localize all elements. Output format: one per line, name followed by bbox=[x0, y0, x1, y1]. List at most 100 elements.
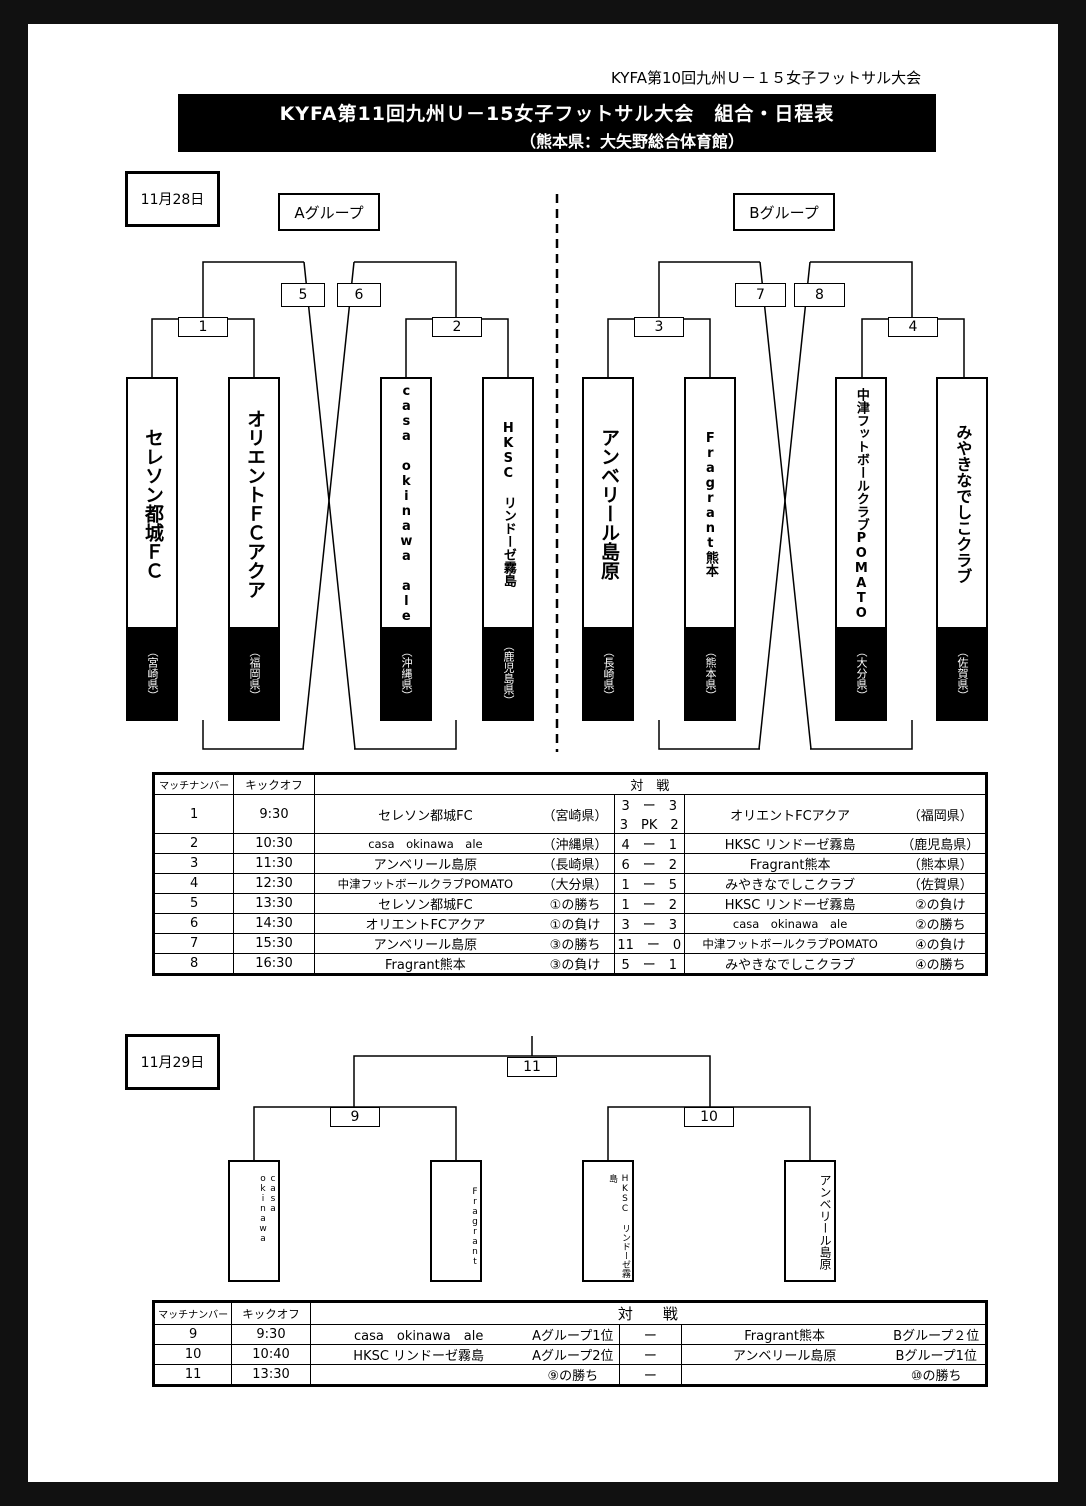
cell-away-note: ④の勝ち bbox=[895, 953, 987, 975]
match-number-7: 7 bbox=[735, 283, 786, 307]
team-card-oita: 中津フットボールクラブPOMATO （大分県） bbox=[835, 377, 887, 721]
match-number-1: 1 bbox=[178, 317, 228, 337]
cell-match-no: 5 bbox=[152, 893, 235, 914]
cell-kickoff: 9:30 bbox=[233, 794, 315, 834]
team-card-kumamoto: Fragrant熊本 （熊本県） bbox=[684, 377, 736, 721]
team-prefecture: （宮崎県） bbox=[128, 627, 176, 719]
table-row: 9 9:30 casa okinawa ale Aグループ1位 ー Fragra… bbox=[152, 1324, 988, 1345]
cell-home-team: アンベリール島原 bbox=[313, 933, 537, 954]
venue-subtitle: （熊本県：大矢野総合体育館） bbox=[519, 132, 744, 151]
day1-date: 11月28日 bbox=[125, 171, 220, 227]
cell-home-note: ①の負け bbox=[536, 913, 615, 934]
score-value: 3 ー 3 bbox=[621, 799, 678, 814]
cell-home-team: casa okinawa ale bbox=[313, 833, 537, 854]
cell-match-no: 11 bbox=[152, 1364, 233, 1386]
cell-away-note: （佐賀県） bbox=[895, 873, 987, 894]
cell-home-note: Aグループ1位 bbox=[526, 1324, 620, 1345]
cell-kickoff: 14:30 bbox=[233, 913, 315, 934]
match-number-10: 10 bbox=[684, 1107, 734, 1127]
cell-away-note: Bグループ1位 bbox=[887, 1344, 988, 1365]
cell-home-team: HKSC リンドーゼ霧島 bbox=[309, 1344, 527, 1365]
team-name: 中津フットボールクラブPOMATO bbox=[853, 387, 869, 621]
cell-home-team: casa okinawa ale bbox=[309, 1324, 527, 1345]
team-name: HKSC リンドーゼ霧島 bbox=[500, 421, 516, 587]
cell-kickoff: 16:30 bbox=[233, 953, 315, 975]
team-card-okinawa: casa okinawa ale （沖縄県） bbox=[380, 377, 432, 721]
previous-tournament-note: KYFA第10回九州Ｕ－１５女子フットサル大会 bbox=[611, 69, 922, 87]
table-row: 7 15:30 アンベリール島原 ③の勝ち 11 ー 0 中津フットボールクラブ… bbox=[152, 933, 987, 954]
cell-away-team: HKSC リンドーゼ霧島 bbox=[683, 893, 896, 914]
team-prefecture: （福岡県） bbox=[230, 627, 278, 719]
match-number-6: 6 bbox=[337, 283, 381, 307]
day1-schedule-table: マッチナンバー キックオフ 対 戦 1 9:30 セレソン都城FC （宮崎県） … bbox=[152, 772, 988, 976]
cell-kickoff: 10:40 bbox=[231, 1344, 311, 1365]
team-name: casa okinawa ale bbox=[398, 384, 414, 624]
cell-home-team: セレソン都城FC bbox=[313, 893, 537, 914]
team-prefecture: （大分県） bbox=[837, 627, 885, 719]
cell-score: 1 ー 2 bbox=[613, 893, 685, 914]
cell-home-team: Fragrant熊本 bbox=[313, 953, 537, 975]
team-prefecture: （長崎県） bbox=[584, 627, 632, 719]
cell-away-note: Bグループ２位 bbox=[887, 1324, 988, 1345]
cell-kickoff: 13:30 bbox=[231, 1364, 311, 1386]
cell-match-no: 3 bbox=[152, 853, 235, 874]
match-number-2: 2 bbox=[432, 317, 482, 337]
cell-kickoff: 12:30 bbox=[233, 873, 315, 894]
cell-kickoff: 10:30 bbox=[233, 833, 315, 854]
match-number-11: 11 bbox=[507, 1057, 557, 1077]
table-row: 6 14:30 オリエントFCアクア ①の負け 3 ー 3 casa okina… bbox=[152, 913, 987, 934]
header-kickoff: キックオフ bbox=[231, 1301, 311, 1325]
cell-away-team: casa okinawa ale bbox=[683, 913, 896, 934]
cell-match-no: 2 bbox=[152, 833, 235, 854]
cell-score: 1 ー 5 bbox=[613, 873, 685, 894]
cell-away-note: ②の勝ち bbox=[895, 913, 987, 934]
cell-home-note: （大分県） bbox=[536, 873, 615, 894]
group-a-label: Aグループ bbox=[278, 193, 380, 231]
header-versus: 対 戦 bbox=[309, 1301, 988, 1325]
page-title: KYFA第11回九州Ｕ－15女子フットサル大会 組合・日程表 bbox=[279, 103, 835, 125]
team-name: セレソン都城ＦＣ bbox=[141, 428, 164, 580]
cell-score: ー bbox=[618, 1364, 682, 1386]
cell-kickoff: 13:30 bbox=[233, 893, 315, 914]
table-header-row: マッチナンバー キックオフ 対 戦 bbox=[152, 1301, 988, 1325]
cell-home-team: 中津フットボールクラブPOMATO bbox=[313, 873, 537, 894]
header-kickoff: キックオフ bbox=[233, 773, 315, 795]
cell-kickoff: 11:30 bbox=[233, 853, 315, 874]
cell-kickoff: 15:30 bbox=[233, 933, 315, 954]
final-team-hksc: HKSC リンドーゼ霧島 bbox=[582, 1160, 634, 1282]
final-team-casa-okinawa: casa okinawa bbox=[228, 1160, 280, 1282]
cell-away-note: （熊本県） bbox=[895, 853, 987, 874]
day2-date: 11月29日 bbox=[125, 1034, 220, 1090]
cell-home-team bbox=[309, 1364, 527, 1386]
group-b-label: Bグループ bbox=[733, 193, 835, 231]
cell-away-team: Fragrant熊本 bbox=[680, 1324, 888, 1345]
cell-score: 4 ー 1 bbox=[613, 833, 685, 854]
cell-away-note: ⑩の勝ち bbox=[887, 1364, 988, 1386]
header-versus: 対 戦 bbox=[313, 773, 988, 795]
team-name: オリエントＦＣアクア bbox=[243, 409, 266, 599]
cell-away-team: みやきなでしこクラブ bbox=[683, 953, 896, 975]
cell-away-team: アンベリール島原 bbox=[680, 1344, 888, 1365]
cell-score: ー bbox=[618, 1344, 682, 1365]
cell-home-note: ①の勝ち bbox=[536, 893, 615, 914]
table-row: 5 13:30 セレソン都城FC ①の勝ち 1 ー 2 HKSC リンドーゼ霧島… bbox=[152, 893, 987, 914]
team-card-fukuoka: オリエントＦＣアクア （福岡県） bbox=[228, 377, 280, 721]
cell-match-no: 8 bbox=[152, 953, 235, 975]
cell-away-team: Fragrant熊本 bbox=[683, 853, 896, 874]
header-match-number: マッチナンバー bbox=[152, 1301, 233, 1325]
cell-away-note: （鹿児島県） bbox=[895, 833, 987, 854]
title-banner: KYFA第11回九州Ｕ－15女子フットサル大会 組合・日程表 （熊本県：大矢野総… bbox=[178, 94, 936, 152]
cell-home-note: ⑨の勝ち bbox=[526, 1364, 620, 1386]
team-prefecture: （熊本県） bbox=[686, 627, 734, 719]
team-prefecture: （佐賀県） bbox=[938, 627, 986, 719]
cell-kickoff: 9:30 bbox=[231, 1324, 311, 1345]
cell-score: 3 ー 3 bbox=[613, 913, 685, 934]
cell-away-note: ④の負け bbox=[895, 933, 987, 954]
header-match-number: マッチナンバー bbox=[152, 773, 235, 795]
cell-away-team: 中津フットボールクラブPOMATO bbox=[683, 933, 896, 954]
cell-away-team: オリエントFCアクア bbox=[683, 794, 896, 834]
table-row: 3 11:30 アンベリール島原 （長崎県） 6 ー 2 Fragrant熊本 … bbox=[152, 853, 987, 874]
match-number-4: 4 bbox=[888, 317, 938, 337]
cell-home-team: アンベリール島原 bbox=[313, 853, 537, 874]
cell-score: ー bbox=[618, 1324, 682, 1345]
